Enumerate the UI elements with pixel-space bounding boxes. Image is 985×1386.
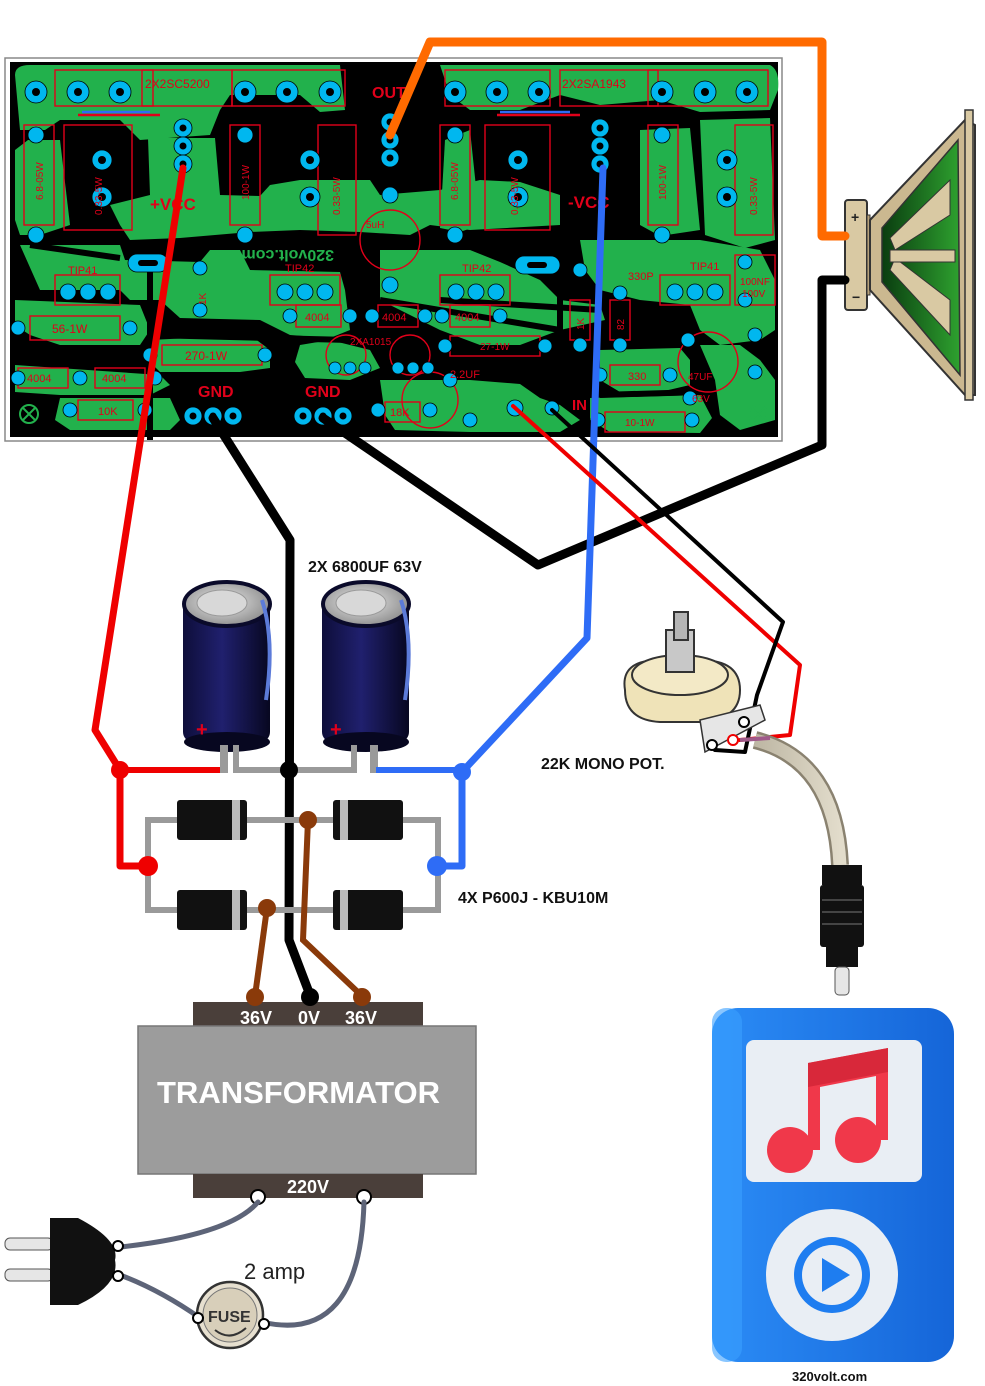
- label-tip42-a: TIP42: [285, 263, 314, 275]
- wire-ground-caps: [208, 413, 315, 1000]
- label-r1k-b: 1K: [576, 317, 587, 330]
- mounting-holes: [19, 404, 768, 424]
- fuse-label: FUSE: [208, 1309, 251, 1326]
- footer-site: 320volt.com: [792, 1369, 867, 1384]
- label-d1: 4004: [27, 373, 51, 385]
- capacitor-left: +: [182, 580, 272, 773]
- wire-speaker-ground: [318, 275, 850, 570]
- label-r100-a: 100-1W: [241, 164, 252, 200]
- label-c63v: 63V: [692, 394, 710, 405]
- label-r270: 270-1W: [185, 349, 228, 363]
- pcb-vertical-labels: 6.8-05W 6.8-05W 0.33-5W 0.33-5W 0.33-5W …: [35, 162, 760, 330]
- label-r82: 82: [616, 318, 627, 330]
- label-site-pcb: 320volt.com: [242, 246, 334, 263]
- label-gnd-b: GND: [305, 384, 341, 401]
- label-r10k: 10K: [98, 406, 118, 418]
- label-out: OUT: [372, 85, 406, 102]
- secondary-36v-right: 36V: [345, 1008, 377, 1028]
- label-tip41-b: TIP41: [690, 261, 719, 273]
- label-c47: 47UF: [688, 372, 712, 383]
- play-icon: [822, 1258, 850, 1292]
- label-r033-a: 0.33-5W: [94, 177, 105, 215]
- label-r68-b: 6.8-05W: [450, 162, 461, 200]
- pad-holes: [32, 88, 751, 420]
- speaker-plus: +: [851, 209, 859, 225]
- label-r56: 56-1W: [52, 322, 88, 336]
- diode-2: [333, 800, 403, 840]
- wires: [91, 37, 850, 1000]
- label-d4: 4004: [382, 312, 406, 324]
- label-r033-d: 0.33-5W: [749, 177, 760, 215]
- label-c100nf: 100NF: [740, 277, 770, 288]
- music-note-icon: [767, 1048, 888, 1173]
- label-r27: 27-1W: [480, 342, 510, 353]
- pad-transistor-drivers: [59, 283, 724, 301]
- svg-text:+: +: [330, 719, 342, 741]
- label-r68-a: 6.8-05W: [35, 162, 46, 200]
- filter-capacitors: + +: [111, 580, 471, 781]
- diode-1: [177, 800, 247, 840]
- label-tip42-b: TIP42: [462, 263, 491, 275]
- label-d3: 4004: [305, 312, 329, 324]
- svg-text:+: +: [196, 719, 208, 741]
- label-tip41-a: TIP41: [68, 265, 97, 277]
- label-2sc5200: 2X2SC5200: [145, 77, 210, 91]
- caps-label: 2X 6800UF 63V: [308, 559, 422, 576]
- label-c22: 2.2UF: [450, 369, 480, 381]
- transformer-title: TRANSFORMATOR: [157, 1075, 440, 1110]
- label-r033-b: 0.33-5W: [332, 177, 343, 215]
- label-gnd-a: GND: [198, 384, 234, 401]
- label-vcc-pos: +VCC: [150, 195, 196, 214]
- diode-4: [333, 890, 403, 930]
- label-inductor: 5uH: [366, 220, 384, 231]
- transformer: 36V 0V 36V TRANSFORMATOR 220V: [137, 988, 477, 1205]
- label-c100v: 100V: [742, 289, 766, 300]
- pcb-traces: [15, 65, 779, 433]
- label-r330: 330: [628, 371, 646, 383]
- bridge-rectifier: [138, 800, 447, 999]
- audio-jack: [820, 865, 864, 996]
- label-2sa1943: 2X2SA1943: [562, 77, 626, 91]
- mains-plug: [4, 1218, 124, 1305]
- wire-output: [385, 37, 850, 241]
- speaker-minus: −: [852, 289, 860, 305]
- label-r100-b: 100-1W: [658, 164, 669, 200]
- label-d2: 4004: [102, 373, 126, 385]
- label-2xa1015: 2XA1015: [350, 337, 392, 348]
- fuse-holder: FUSE: [192, 1280, 270, 1350]
- label-r1k: 1K: [198, 292, 209, 305]
- pot-label: 22K MONO POT.: [541, 756, 665, 773]
- speaker-icon: + −: [844, 109, 976, 401]
- fuse-rating-label: 2 amp: [244, 1259, 305, 1284]
- primary-220v: 220V: [287, 1177, 329, 1197]
- secondary-36v-left: 36V: [240, 1008, 272, 1028]
- label-r18k: 18K: [390, 407, 410, 419]
- wire-input-black: [550, 408, 785, 754]
- label-r033-c: 0.33-5W: [510, 177, 521, 215]
- label-d5: 4004: [455, 312, 479, 324]
- pcb-board: 2X2SC5200 2X2SA1943 OUT +VCC -VCC TIP41 …: [4, 57, 783, 442]
- label-c330p: 330P: [628, 271, 654, 283]
- mains-wiring: [117, 1199, 367, 1328]
- bridge-label: 4X P600J - KBU10M: [458, 890, 608, 907]
- volume-potentiometer: [623, 611, 849, 866]
- secondary-0v: 0V: [298, 1008, 320, 1028]
- diode-3: [177, 890, 247, 930]
- music-player-icon: [712, 1008, 954, 1362]
- label-in: IN: [572, 397, 587, 414]
- capacitor-right: +: [321, 580, 411, 773]
- label-r10-1w: 10-1W: [625, 418, 655, 429]
